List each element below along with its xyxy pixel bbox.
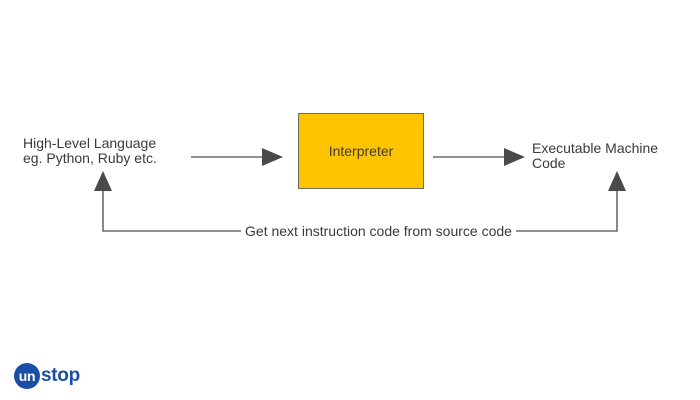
source-label-line-2: eg. Python, Ruby etc. <box>23 150 157 166</box>
interpreter-box: Interpreter <box>298 113 424 189</box>
interpreter-label: Interpreter <box>328 143 394 159</box>
source-label-line-1: High-Level Language <box>23 135 157 151</box>
arrowhead-right-2 <box>504 148 525 166</box>
unstop-logo: un stop <box>14 362 80 390</box>
logo-mark: un <box>14 363 40 389</box>
target-label-line-1: Executable Machine <box>532 140 659 156</box>
arrowhead-right-1 <box>262 148 283 166</box>
target-label-line-2: Code <box>532 155 566 171</box>
arrowhead-up-right <box>608 171 626 191</box>
logo-wordmark: stop <box>41 365 80 386</box>
feedback-loop-label: Get next instruction code from source co… <box>241 223 516 239</box>
arrowhead-up-left <box>94 171 112 191</box>
feedback-loop-label-row: Get next instruction code from source co… <box>0 222 700 240</box>
